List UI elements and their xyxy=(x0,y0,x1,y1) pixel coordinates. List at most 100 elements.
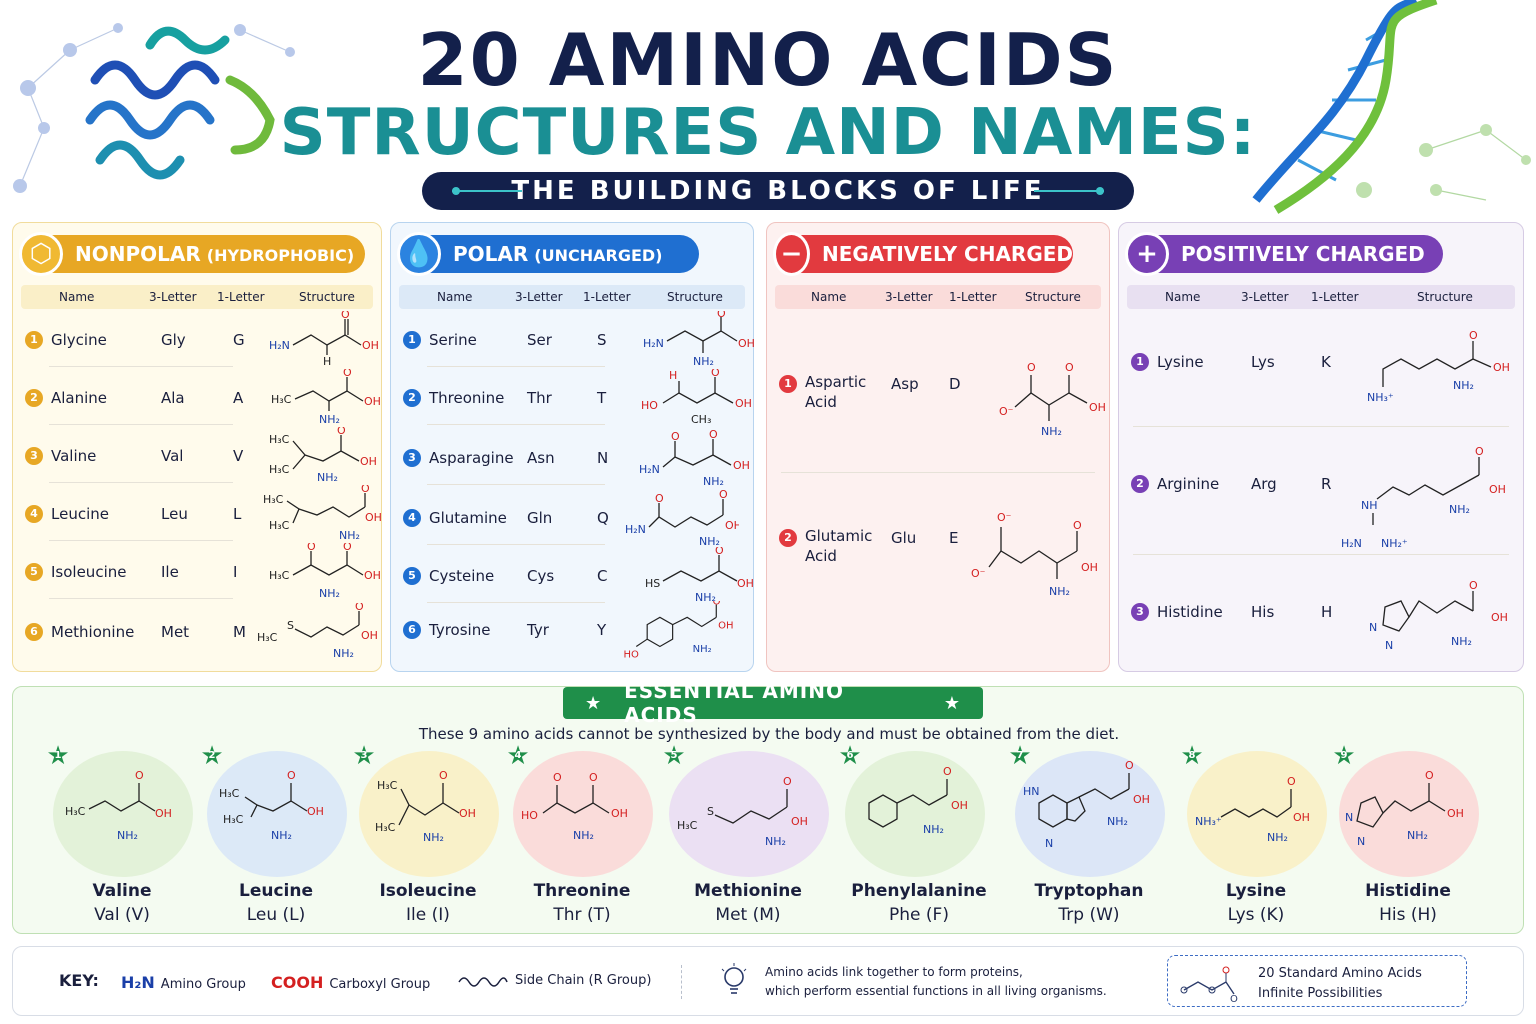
one-letter-code: G xyxy=(233,331,245,349)
nonpolar-title: NONPOLAR xyxy=(75,242,201,266)
svg-text:N: N xyxy=(1045,837,1053,850)
svg-text:O: O xyxy=(343,543,352,553)
summary-text: 20 Standard Amino Acids Infinite Possibi… xyxy=(1258,964,1422,1004)
svg-text:H₃C: H₃C xyxy=(269,463,290,476)
essential-code: Ile (I) xyxy=(406,905,450,925)
row-divider xyxy=(1133,554,1509,555)
row-number: 3 xyxy=(1131,603,1149,621)
essential-code: Leu (L) xyxy=(246,905,306,925)
side-chain-label: Side Chain (R Group) xyxy=(515,973,652,988)
amino-acid-name: Threonine xyxy=(429,389,505,407)
positive-title: POSITIVELY CHARGED xyxy=(1181,242,1425,266)
row-number: 6 xyxy=(25,623,43,641)
three-letter-code: Thr xyxy=(527,389,552,407)
svg-text:OH: OH xyxy=(364,569,381,582)
svg-text:O: O xyxy=(783,775,792,788)
svg-text:NH₂: NH₂ xyxy=(693,355,714,368)
carboxyl-label: Carboxyl Group xyxy=(329,977,431,992)
svg-text:O: O xyxy=(717,311,726,320)
amino-acid-name: Glutamine xyxy=(429,509,507,527)
key-note-line1: Amino acids link together to form protei… xyxy=(765,965,1023,979)
polar-title: POLAR xyxy=(453,242,529,266)
summary-line2: Infinite Possibilities xyxy=(1258,986,1383,1001)
three-letter-code: Lys xyxy=(1251,353,1275,371)
one-letter-code: V xyxy=(233,447,244,465)
amino-acid-name-line2: Acid xyxy=(805,547,837,565)
one-letter-code: N xyxy=(597,449,609,467)
column-3-letter: 3-Letter xyxy=(1241,290,1289,304)
svg-text:O: O xyxy=(307,543,316,553)
amino-acid-name: Valine xyxy=(51,447,97,465)
svg-text:OH: OH xyxy=(725,519,739,532)
essential-name: Threonine xyxy=(533,881,631,901)
carboxyl-symbol: COOH xyxy=(271,973,324,992)
svg-text:O: O xyxy=(715,547,724,557)
row-number: 1 xyxy=(25,331,43,349)
svg-text:HS: HS xyxy=(645,577,660,590)
column-1-letter: 1-Letter xyxy=(583,290,631,304)
column-3-letter: 3-Letter xyxy=(515,290,563,304)
row-divider xyxy=(427,602,605,603)
hexagon-icon: ⬡ xyxy=(19,232,63,276)
badge-number: 5 xyxy=(670,750,678,761)
row-number: 2 xyxy=(25,389,43,407)
one-letter-code: Y xyxy=(597,621,607,639)
positive-header: + POSITIVELY CHARGED xyxy=(1125,232,1443,276)
amino-acid-name: Arginine xyxy=(1157,475,1220,493)
svg-text:H: H xyxy=(669,369,677,382)
essential-badge xyxy=(513,751,653,877)
svg-text:O: O xyxy=(655,492,664,505)
svg-text:H₃C: H₃C xyxy=(377,779,398,792)
negative-title: NEGATIVELY CHARGED xyxy=(821,242,1073,266)
svg-text:NH₂: NH₂ xyxy=(1451,635,1472,648)
one-letter-code: K xyxy=(1321,353,1331,371)
svg-text:NH₂: NH₂ xyxy=(333,647,354,660)
negative-header: − NEGATIVELY CHARGED xyxy=(773,232,1073,276)
one-letter-code: S xyxy=(597,331,607,349)
svg-text:O⁻: O⁻ xyxy=(999,405,1014,418)
svg-text:NH₂: NH₂ xyxy=(1267,831,1288,844)
essential-badge xyxy=(1187,751,1327,877)
amino-acid-name-line1: Glutamic xyxy=(805,527,873,545)
protein-illustration xyxy=(13,23,295,193)
row-divider xyxy=(49,482,233,483)
svg-text:H₃C: H₃C xyxy=(257,631,278,644)
column-3-letter: 3-Letter xyxy=(149,290,197,304)
polar-column-headers: Name 3-Letter 1-Letter Structure xyxy=(399,285,745,309)
key-label: KEY: xyxy=(59,971,99,990)
essential-name: Methionine xyxy=(694,881,802,901)
row-divider xyxy=(427,424,605,425)
svg-text:NH₂⁺: NH₂⁺ xyxy=(1381,537,1408,550)
svg-text:NH₂: NH₂ xyxy=(1407,829,1428,842)
row-number: 2 xyxy=(779,529,797,547)
one-letter-code: A xyxy=(233,389,244,407)
row-number: 4 xyxy=(25,505,43,523)
svg-text:O: O xyxy=(361,485,370,495)
svg-text:OH: OH xyxy=(1293,811,1310,824)
svg-text:H₃C: H₃C xyxy=(223,813,244,826)
star-badge-icon: ★4 xyxy=(506,741,530,771)
star-badge-icon: ★6 xyxy=(838,741,862,771)
column-1-letter: 1-Letter xyxy=(1311,290,1359,304)
essential-description: These 9 amino acids cannot be synthesize… xyxy=(418,725,1120,743)
